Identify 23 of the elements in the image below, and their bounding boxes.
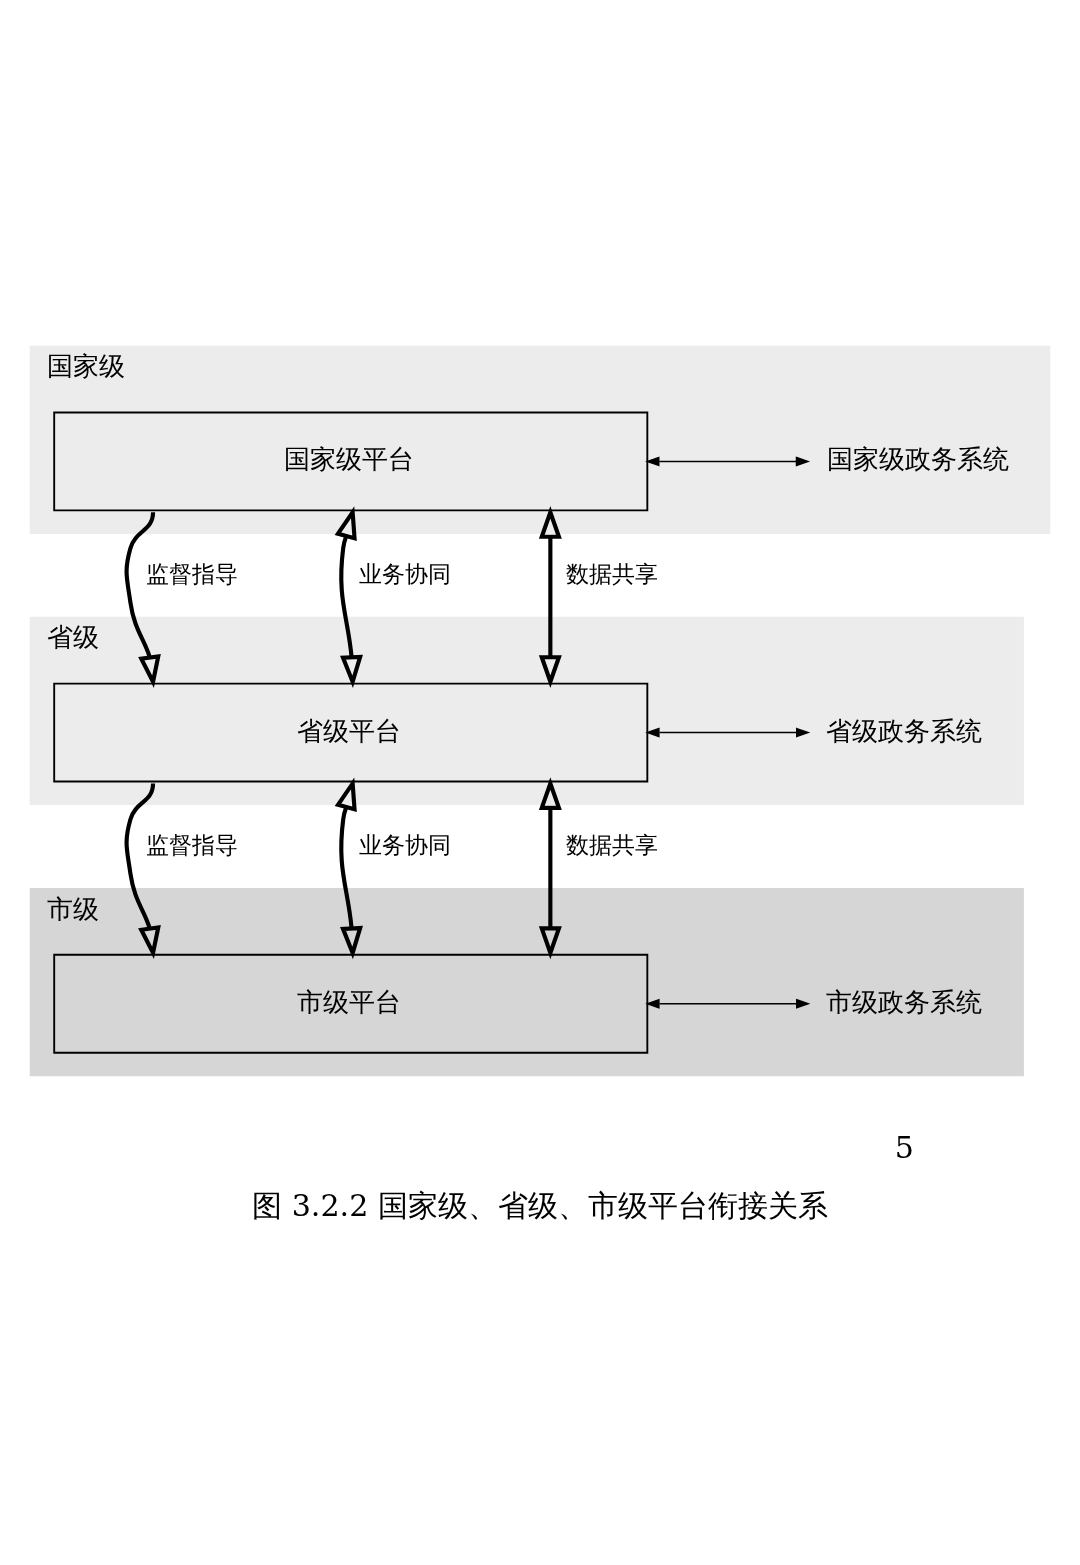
arrow <box>645 998 811 1009</box>
node-text: 省级政务系统 <box>826 715 983 746</box>
arrow <box>645 727 811 738</box>
node-box: 市级平台 <box>53 953 649 1054</box>
edge-label: 数据共享 <box>566 832 659 859</box>
arrow <box>645 456 811 467</box>
edge-label: 业务协同 <box>359 561 452 588</box>
arrow <box>334 777 363 960</box>
arrow <box>334 506 363 688</box>
node-text: 市级政务系统 <box>826 986 983 1017</box>
node-box: 省级平台 <box>53 682 649 783</box>
node-text: 国家级政务系统 <box>826 444 1009 475</box>
arrow <box>124 783 161 960</box>
edge-label: 监督指导 <box>146 832 239 859</box>
edge-label: 业务协同 <box>359 832 452 859</box>
edge-label: 数据共享 <box>566 561 659 588</box>
edge-label: 监督指导 <box>146 561 239 588</box>
caption: 图 3.2.2 国家级、省级、市级平台衔接关系 <box>252 1188 828 1224</box>
arrow <box>538 506 562 689</box>
node-box: 国家级平台 <box>53 411 649 512</box>
label: 5 <box>894 1129 914 1165</box>
arrow <box>124 512 161 688</box>
arrow <box>538 777 562 960</box>
